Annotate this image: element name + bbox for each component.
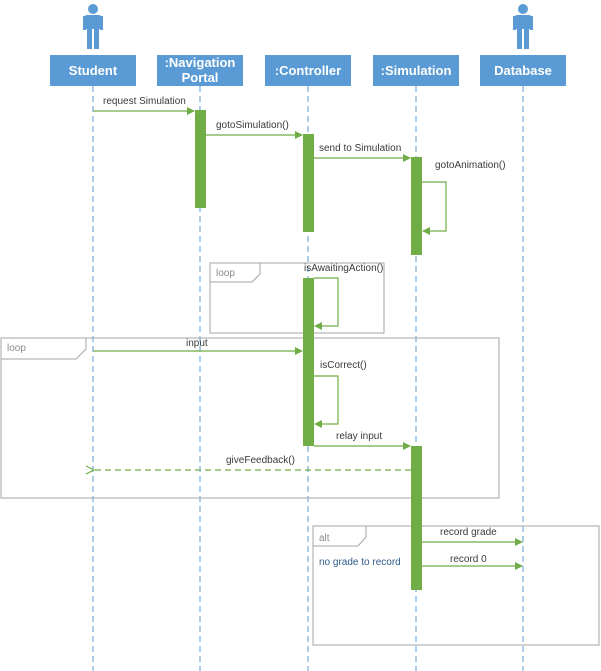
activation-controller-1 (303, 134, 314, 232)
message-labels: request Simulation gotoSimulation() send… (103, 96, 506, 565)
participant-student: Student (50, 55, 136, 86)
activation-controller-2 (303, 278, 314, 446)
activation-bars (195, 110, 422, 590)
participant-controller: :Controller (265, 55, 351, 86)
message-label: input (186, 338, 208, 349)
frame-loop-awaiting: loop (209, 262, 385, 334)
messages (93, 107, 523, 570)
activation-simulation-2 (411, 446, 422, 590)
frame-tag: loop (216, 268, 235, 279)
message-label: isAwaitingAction() (304, 263, 383, 274)
activation-nav (195, 110, 206, 208)
frame-loop-input: loop (0, 337, 500, 499)
participant-label: Portal (182, 70, 219, 85)
frame-alt-record: alt no grade to record (312, 525, 600, 646)
participant-navigation-portal: :Navigation Portal (157, 55, 243, 86)
message-label: request Simulation (103, 96, 186, 107)
message-is-awaiting-action (314, 277, 339, 330)
message-label: gotoAnimation() (435, 160, 506, 171)
message-label: send to Simulation (319, 143, 401, 154)
message-label: isCorrect() (320, 360, 367, 371)
frame-tag: alt (319, 533, 330, 544)
message-goto-animation (422, 181, 447, 235)
message-label: giveFeedback() (226, 455, 295, 466)
message-label: record 0 (450, 554, 487, 565)
activation-simulation-1 (411, 157, 422, 255)
participant-simulation: :Simulation (373, 55, 459, 86)
participant-label: :Simulation (381, 63, 452, 78)
person-icon (83, 4, 103, 49)
message-label: record grade (440, 527, 497, 538)
message-label: relay input (336, 431, 382, 442)
participant-label: Student (69, 63, 118, 78)
frame-tag: loop (7, 343, 26, 354)
message-label: gotoSimulation() (216, 120, 289, 131)
participant-label: Database (494, 63, 552, 78)
person-icon (513, 4, 533, 49)
alt-guard: no grade to record (319, 557, 401, 568)
message-is-correct (314, 375, 339, 428)
participant-database: Database (480, 55, 566, 86)
participant-label: :Navigation (165, 55, 236, 70)
participant-label: :Controller (275, 63, 341, 78)
